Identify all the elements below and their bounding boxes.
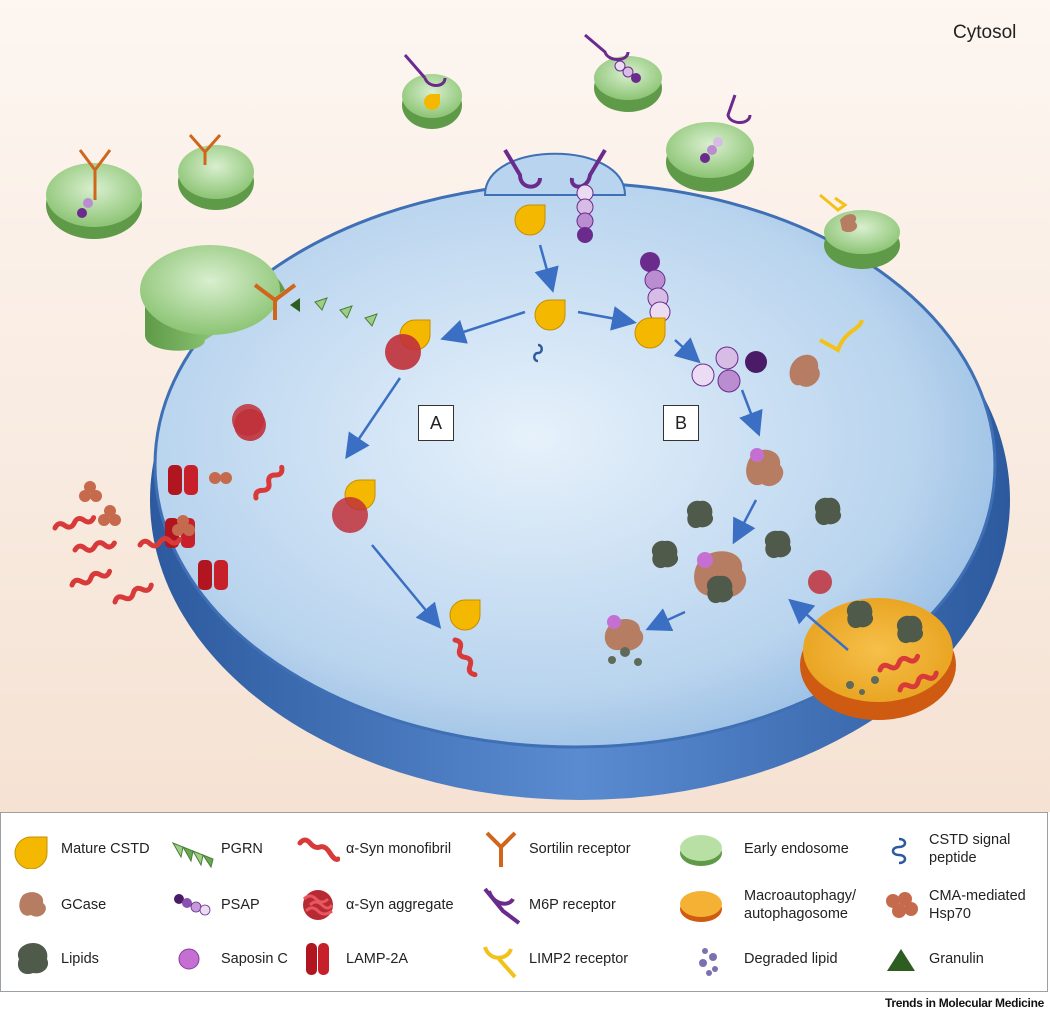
- pathway-a-label: A: [418, 405, 454, 441]
- legend-item-mature-cstd: Mature CSTD: [11, 829, 150, 869]
- syn-monofibril-icon: [297, 837, 340, 862]
- early-endosome-4: [584, 33, 662, 112]
- legend-item-hsp70: CMA-mediated Hsp70: [879, 885, 1026, 925]
- legend-label: GCase: [61, 897, 107, 913]
- diagram-canvas: [0, 0, 1050, 812]
- legend-label: Lipids: [61, 951, 99, 967]
- legend-label: Mature CSTD: [61, 841, 150, 857]
- legend-label: Early endosome: [744, 841, 849, 857]
- pgrn-icon: [171, 842, 214, 869]
- legend-item-psap: PSAP: [171, 885, 260, 925]
- syn-aggregate-icon: [302, 890, 334, 920]
- autophagosome-icon: [680, 891, 722, 922]
- early-endosome-icon: [680, 835, 722, 866]
- legend-label: LIMP2 receptor: [529, 951, 629, 967]
- limp2-receptor-icon: [483, 946, 517, 979]
- m6p-receptor-icon: [483, 887, 521, 925]
- legend-item-gcase: GCase: [11, 885, 106, 925]
- saposin-c-icon: [178, 948, 200, 970]
- legend-item-m6p: M6P receptor: [479, 885, 616, 925]
- legend-item-early-endosome: Early endosome: [664, 829, 849, 869]
- sortilin-granulin-chain: [253, 283, 378, 327]
- legend-item-syn-monofibril: α-Syn monofibril: [296, 829, 451, 869]
- legend-label: PSAP: [221, 897, 260, 913]
- legend-item-lamp2a: LAMP-2A: [296, 939, 408, 979]
- legend-item-syn-aggregate: α-Syn aggregate: [296, 885, 454, 925]
- pathway-arrows: [345, 244, 849, 651]
- early-endosome-3: [402, 54, 462, 129]
- degraded-lipid-icon: [699, 948, 718, 976]
- fusing-autophagosome: [800, 598, 956, 720]
- legend-label: α-Syn aggregate: [346, 897, 454, 913]
- legend-label: PGRN: [221, 841, 263, 857]
- legend-label: Saposin C: [221, 951, 288, 967]
- legend-label: CMA-mediated Hsp70: [929, 888, 1026, 922]
- legend-item-pgrn: PGRN: [171, 829, 263, 869]
- legend-label: Granulin: [929, 951, 984, 967]
- lamp2a-icon: [306, 943, 329, 975]
- psap-icon: [174, 894, 211, 916]
- granulin-icon: [887, 949, 915, 971]
- legend-panel: Mature CSTD PGRN α-Syn monofibril Sortil…: [0, 812, 1048, 992]
- legend-item-saposin-c: Saposin C: [171, 939, 288, 979]
- pathway-b-label: B: [663, 405, 699, 441]
- early-endosome-1: [46, 149, 142, 239]
- cstd-signal-peptide-icon: [891, 837, 907, 865]
- legend-label: LAMP-2A: [346, 951, 409, 967]
- early-endosome-6: [819, 193, 900, 269]
- pathway-b-elements: [604, 252, 864, 666]
- hsp70-clusters: [79, 472, 232, 536]
- legend-item-granulin: Granulin: [879, 939, 984, 979]
- legend-label: Sortilin receptor: [529, 841, 631, 857]
- legend-item-sortilin: Sortilin receptor: [479, 829, 631, 869]
- syn-monofibrils-cytosol: [54, 404, 284, 605]
- legend-item-autophagosome: Macroautophagy/ autophagosome: [664, 885, 856, 925]
- legend-label: Macroautophagy/ autophagosome: [744, 888, 857, 922]
- lysosome-pathway-diagram: Cytosol A B: [0, 0, 1050, 812]
- journal-credit: Trends in Molecular Medicine: [885, 996, 1044, 1010]
- cytosol-label: Cytosol: [953, 22, 1017, 43]
- legend-label: CSTD signal peptide: [929, 832, 1011, 866]
- legend-item-lipids: Lipids: [11, 939, 99, 979]
- fusing-endosome-left: [140, 245, 285, 351]
- legend-item-degraded-lipid: Degraded lipid: [664, 939, 838, 979]
- gcase-icon: [19, 892, 46, 917]
- m6p-receptors-vesicle: [503, 148, 607, 243]
- legend-item-limp2: LIMP2 receptor: [479, 939, 628, 979]
- budding-vesicle-top: [483, 152, 627, 196]
- legend-item-cstd-signal: CSTD signal peptide: [879, 829, 1010, 869]
- sortilin-receptor-icon: [485, 831, 517, 867]
- lipids-icon: [17, 943, 49, 975]
- hsp70-icon: [886, 892, 918, 918]
- early-endosome-2: [178, 134, 254, 210]
- legend-label: M6P receptor: [529, 897, 616, 913]
- lysosome: [150, 181, 1010, 800]
- cstd-center: [533, 299, 566, 363]
- mature-cstd-icon: [14, 836, 48, 869]
- early-endosome-5: [666, 94, 754, 192]
- legend-label: Degraded lipid: [744, 951, 838, 967]
- legend-label: α-Syn monofibril: [346, 841, 452, 857]
